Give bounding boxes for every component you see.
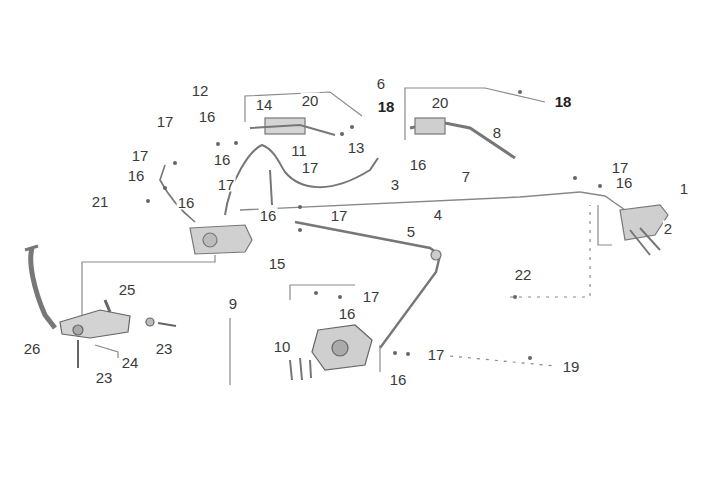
part-drawing: [163, 186, 167, 190]
callout-number: 23: [155, 341, 174, 356]
part-drawing: [160, 165, 195, 222]
callout-number: 16: [127, 168, 146, 183]
part-drawing: [146, 318, 154, 326]
part-drawing: [250, 125, 335, 135]
part-drawing: [450, 356, 555, 366]
part-drawing: [332, 340, 348, 356]
part-drawing: [573, 176, 577, 180]
callout-number: 1: [679, 181, 689, 196]
part-drawing: [350, 125, 354, 129]
part-drawing: [312, 325, 372, 370]
part-drawing: [31, 248, 55, 328]
callout-number: 17: [301, 160, 320, 175]
part-drawing: [598, 184, 602, 188]
part-drawing: [415, 118, 445, 134]
callout-number: 16: [213, 152, 232, 167]
callout-number: 17: [362, 289, 381, 304]
part-drawing: [158, 323, 176, 326]
part-drawing: [528, 356, 532, 360]
callout-number: 17: [611, 160, 630, 175]
callout-number: 25: [118, 282, 137, 297]
callout-number: 16: [177, 195, 196, 210]
callout-number: 16: [259, 208, 278, 223]
part-drawing: [379, 345, 380, 372]
part-drawing: [598, 205, 612, 245]
part-drawing: [146, 199, 150, 203]
part-drawing: [340, 132, 344, 136]
callout-number: 17: [156, 114, 175, 129]
callout-number: 5: [406, 224, 416, 239]
part-drawing: [393, 351, 397, 355]
part-drawing: [298, 205, 302, 209]
callout-number: 8: [492, 125, 502, 140]
part-drawing: [25, 246, 38, 250]
callout-number: 4: [433, 207, 443, 222]
part-drawing: [60, 310, 130, 338]
callout-number: 14: [255, 97, 274, 112]
part-drawing: [580, 192, 625, 210]
callout-number: 9: [228, 296, 238, 311]
part-drawing: [338, 295, 342, 299]
callout-number: 20: [431, 95, 450, 110]
callout-number: 18: [377, 99, 396, 114]
part-drawing: [240, 192, 580, 210]
callout-number: 13: [347, 140, 366, 155]
part-drawing: [518, 90, 522, 94]
part-drawing: [190, 225, 252, 254]
callout-number: 20: [301, 93, 320, 108]
part-drawing: [270, 170, 272, 205]
callout-number: 11: [290, 143, 308, 158]
callout-number: 10: [273, 339, 292, 354]
callout-number: 7: [461, 169, 471, 184]
callout-number: 17: [131, 148, 150, 163]
callout-number: 16: [409, 157, 428, 172]
part-drawing: [77, 340, 79, 368]
part-drawing: [513, 295, 517, 299]
callout-number: 24: [121, 355, 140, 370]
part-drawing: [431, 250, 441, 260]
callout-number: 6: [376, 76, 386, 91]
part-drawing: [173, 161, 177, 165]
callout-number: 21: [91, 194, 110, 209]
part-drawing: [73, 325, 83, 335]
callout-number: 2: [663, 221, 673, 236]
part-drawing: [314, 291, 318, 295]
callout-number: 26: [23, 341, 42, 356]
part-drawing: [203, 233, 217, 247]
callout-number: 3: [390, 177, 400, 192]
callout-number: 17: [217, 177, 236, 192]
callout-number: 12: [191, 83, 210, 98]
callout-number: 16: [389, 372, 408, 387]
callout-number: 18: [554, 94, 573, 109]
part-drawing: [146, 90, 602, 360]
part-drawing: [229, 318, 230, 385]
part-drawing: [25, 88, 668, 385]
part-drawing: [105, 300, 110, 312]
callout-number: 16: [615, 175, 634, 190]
part-drawing: [216, 142, 220, 146]
part-drawing: [620, 205, 668, 240]
part-drawing: [95, 345, 118, 358]
callout-number: 16: [338, 306, 357, 321]
callout-number: 23: [95, 370, 114, 385]
callout-number: 17: [427, 347, 446, 362]
callout-number: 22: [514, 267, 533, 282]
part-drawing: [406, 352, 410, 356]
part-drawing: [630, 228, 660, 255]
part-drawing: [234, 141, 238, 145]
part-drawing: [510, 205, 590, 297]
part-drawing: [290, 358, 311, 380]
part-drawing: [298, 228, 302, 232]
callout-number: 15: [268, 256, 287, 271]
callout-number: 16: [198, 109, 217, 124]
part-drawing: [290, 285, 355, 300]
callout-number: 17: [330, 208, 349, 223]
callout-number: 19: [562, 359, 581, 374]
